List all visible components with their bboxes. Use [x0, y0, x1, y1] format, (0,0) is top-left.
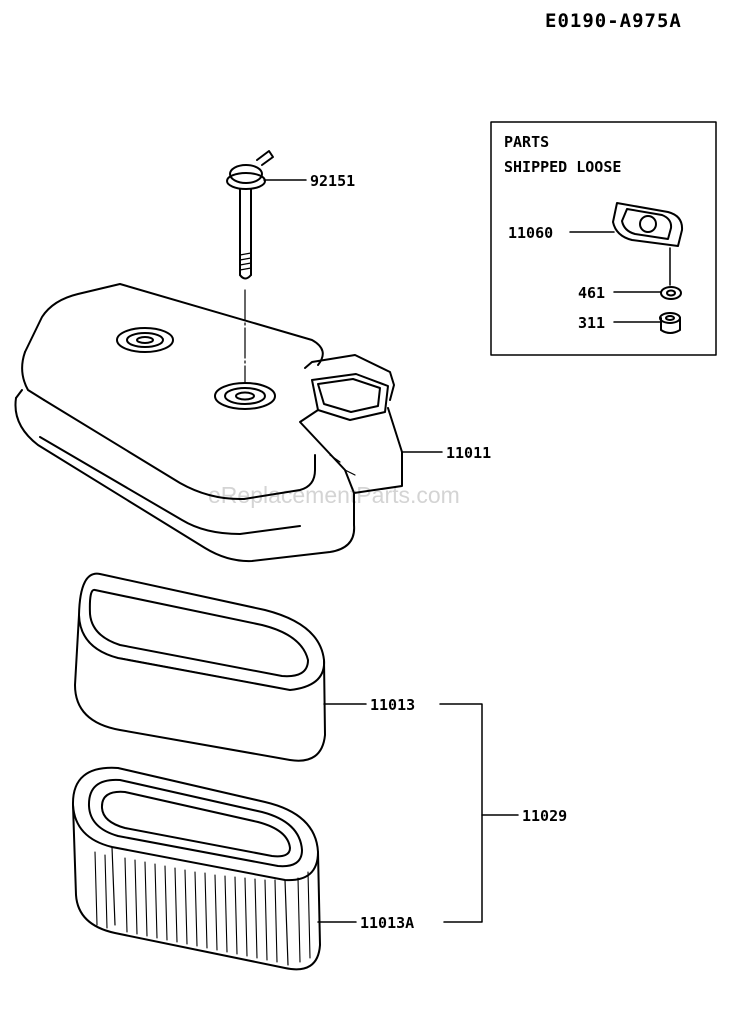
leader-lines [263, 179, 662, 923]
element-11013-drawing [74, 572, 326, 762]
label-filter: 11013A [360, 914, 414, 932]
cover-11011-drawing [14, 283, 403, 563]
parts-shipped-loose-box [490, 121, 717, 356]
label-nut: 311 [578, 314, 605, 332]
gasket-11060-drawing [612, 202, 684, 286]
nut-311-drawing [659, 312, 681, 334]
box-title-line2: SHIPPED LOOSE [504, 158, 621, 176]
diagram-id: E0190-A975A [545, 10, 682, 32]
label-cover: 11011 [446, 444, 491, 462]
label-assembly: 11029 [522, 807, 567, 825]
bolt-92151-drawing [226, 150, 274, 383]
filter-11013a-drawing [71, 766, 321, 971]
washer-461-drawing [660, 286, 682, 300]
box-title-line1: PARTS [504, 133, 549, 151]
label-washer: 461 [578, 284, 605, 302]
watermark: eReplacementParts.com [208, 482, 460, 508]
label-element: 11013 [370, 696, 415, 714]
label-bolt: 92151 [310, 172, 355, 190]
label-gasket: 11060 [508, 224, 553, 242]
